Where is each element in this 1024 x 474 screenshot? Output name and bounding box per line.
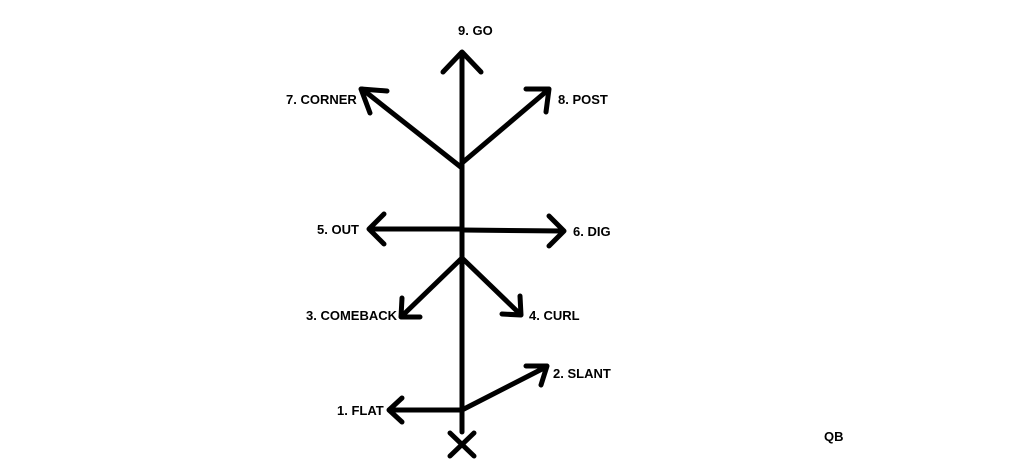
label-qb: QB: [824, 429, 844, 444]
post-route: [459, 86, 552, 166]
label-curl: 4. CURL: [529, 308, 580, 323]
slant-route: [459, 363, 550, 413]
receiver-marker: [447, 430, 477, 459]
curl-route: [459, 255, 524, 318]
label-go: 9. GO: [458, 23, 493, 38]
corner-route: [358, 86, 465, 171]
go-route: [440, 49, 484, 435]
label-flat: 1. FLAT: [337, 403, 384, 418]
label-out: 5. OUT: [317, 222, 359, 237]
flat-route: [386, 395, 465, 425]
label-comeback: 3. COMEBACK: [306, 308, 398, 323]
label-slant: 2. SLANT: [553, 366, 611, 381]
out-route: [366, 211, 465, 247]
dig-route: [459, 213, 567, 249]
label-post: 8. POST: [558, 92, 608, 107]
comeback-route: [398, 255, 465, 320]
label-dig: 6. DIG: [573, 224, 611, 239]
label-corner: 7. CORNER: [286, 92, 357, 107]
